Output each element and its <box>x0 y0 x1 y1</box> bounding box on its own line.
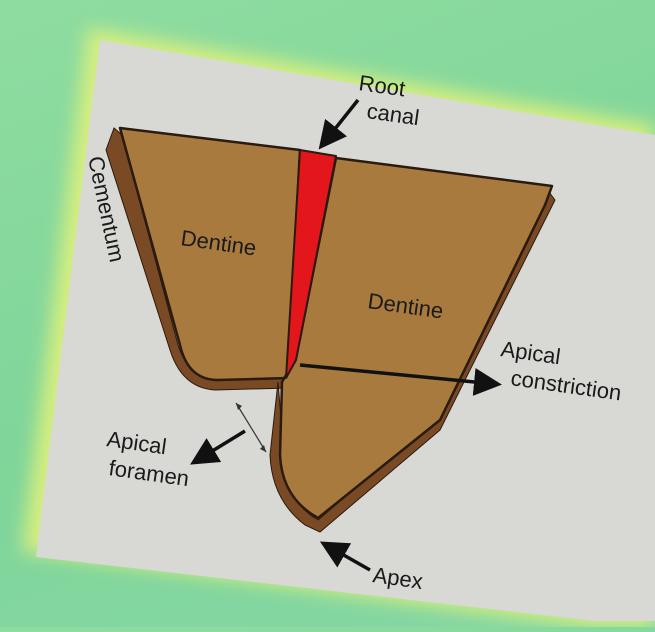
tooth-root-diagram: Root canal Cementum Dentine Dentine Apic… <box>0 0 655 627</box>
diagram-stage: Root canal Cementum Dentine Dentine Apic… <box>0 0 655 627</box>
